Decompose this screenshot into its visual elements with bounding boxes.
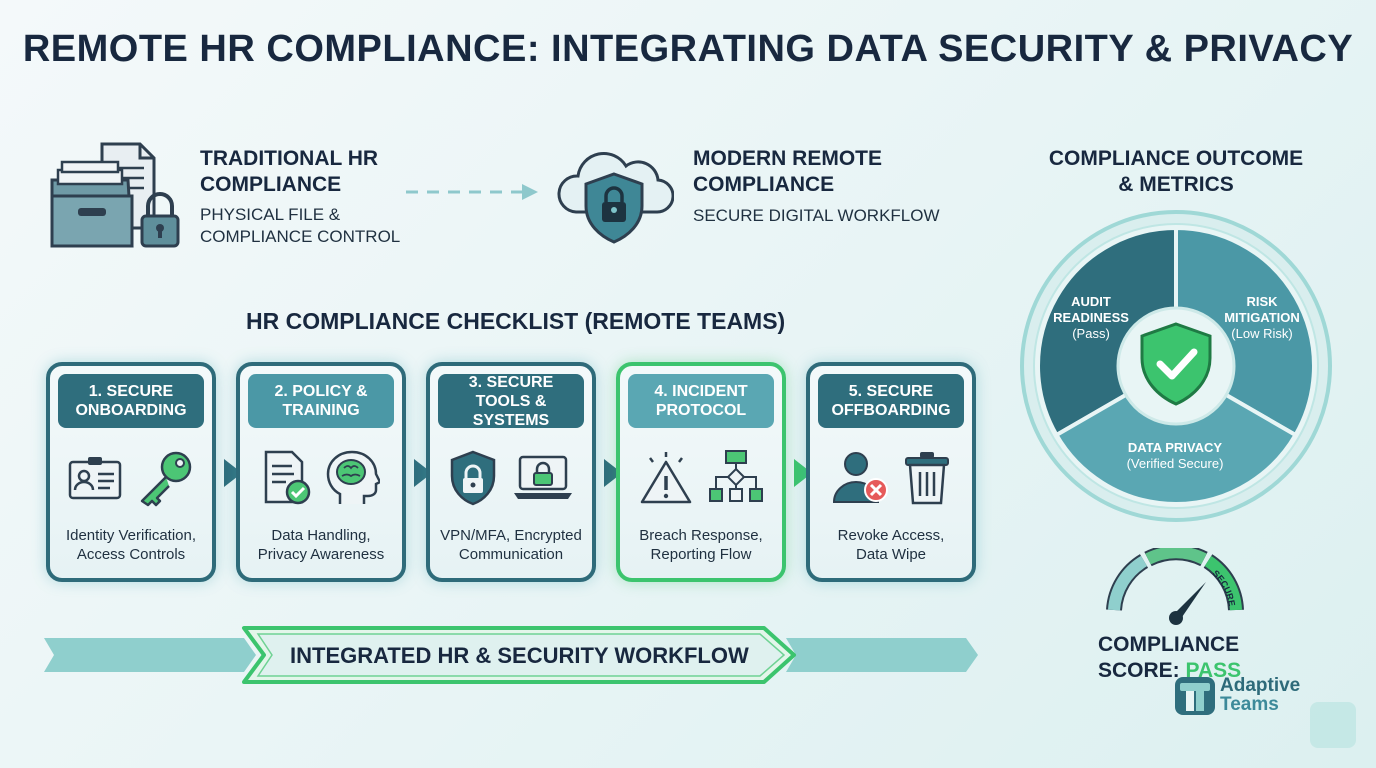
- user-remove-icon: [832, 452, 888, 503]
- segment-label-privacy: DATA PRIVACY (Verified Secure): [1126, 440, 1224, 471]
- segment-label-audit: AUDIT READINESS (Pass): [1053, 294, 1129, 341]
- flowchart-icon: [709, 450, 763, 502]
- step-header: 2. POLICY &TRAINING: [248, 374, 394, 428]
- key-icon: [140, 451, 192, 507]
- segment-label-risk: RISK MITIGATION (Low Risk): [1224, 294, 1300, 341]
- brand-name: Adaptive Teams: [1220, 675, 1301, 715]
- segment-data-privacy: [1053, 363, 1299, 506]
- brand-logo-icon: [1175, 677, 1215, 715]
- compliance-outcome-ring: [1020, 210, 1332, 522]
- step-card-policy-training: 2. POLICY &TRAINING Data Handling,Privac…: [236, 362, 406, 582]
- brain-head-icon: [326, 450, 380, 504]
- traditional-title: TRADITIONAL HR COMPLIANCE: [200, 147, 379, 196]
- file-cabinet-icon: [50, 142, 180, 248]
- checklist-title: HR COMPLIANCE CHECKLIST (REMOTE TEAMS): [246, 308, 786, 334]
- warning-alert-icon: [640, 452, 692, 504]
- cloud-shield-lock-icon: [557, 152, 674, 244]
- modern-title: MODERN REMOTE COMPLIANCE: [693, 147, 882, 196]
- step-description: Revoke Access,Data Wipe: [837, 527, 945, 563]
- trash-icon: [905, 452, 949, 505]
- compliance-gauge: SECURE: [1106, 548, 1244, 625]
- transition-arrow: [406, 184, 538, 200]
- workflow-arrow: [242, 626, 796, 684]
- metrics-title: COMPLIANCE OUTCOME & METRICS: [1048, 147, 1304, 196]
- id-badge-icon: [68, 457, 122, 500]
- page-title: REMOTE HR COMPLIANCE: INTEGRATING DATA S…: [22, 28, 1354, 70]
- compliance-score: COMPLIANCE SCORE: PASS: [1098, 633, 1242, 682]
- step-description: Identity Verification,Access Controls: [65, 527, 197, 563]
- corner-decoration: [1310, 702, 1356, 748]
- step-description: Data Handling,Privacy Awareness: [257, 527, 385, 563]
- shield-lock-icon: [450, 450, 496, 506]
- modern-subtitle: SECURE DIGITAL WORKFLOW: [693, 206, 940, 225]
- traditional-subtitle: PHYSICAL FILE & COMPLIANCE CONTROL: [200, 205, 401, 246]
- workflow-band: [44, 638, 978, 672]
- step-description: Breach Response,Reporting Flow: [639, 527, 763, 563]
- workflow-label: INTEGRATED HR & SECURITY WORKFLOW: [290, 643, 749, 668]
- laptop-lock-icon: [514, 455, 572, 499]
- shield-check-icon: [1140, 322, 1212, 406]
- document-check-icon: [264, 450, 311, 505]
